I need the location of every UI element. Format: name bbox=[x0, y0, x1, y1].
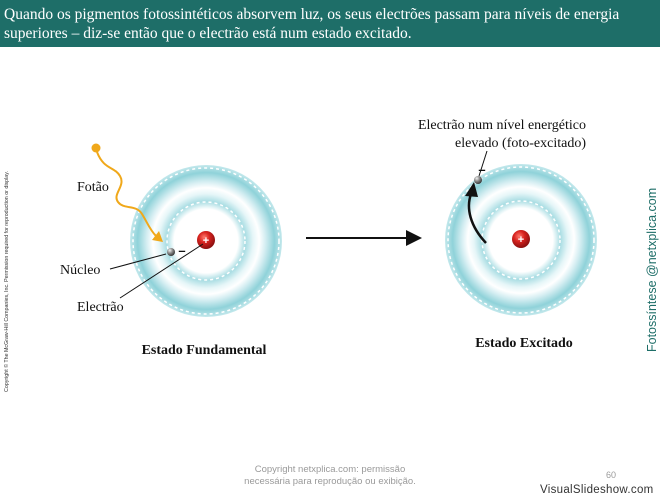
site-watermark-bottom: VisualSlideshow.com bbox=[540, 484, 654, 496]
ground-shell-dashes-inner bbox=[166, 201, 246, 281]
ground-electron-charge: – bbox=[178, 243, 185, 258]
excited-state-atom: + – bbox=[445, 162, 597, 316]
excited-label-line2: elevado (foto-excitado) bbox=[455, 136, 586, 151]
footer-copyright-line2: necessária para reprodução ou exibição. bbox=[244, 476, 416, 487]
excited-leader-line bbox=[478, 150, 488, 177]
photon bbox=[91, 143, 163, 242]
nucleus-label: Núcleo bbox=[60, 263, 100, 278]
ground-nucleus-charge: + bbox=[203, 235, 209, 247]
header-text: Quando os pigmentos fotossintéticos abso… bbox=[4, 6, 620, 42]
excited-shell-dashes-outer bbox=[447, 166, 595, 314]
page-number: 60 bbox=[606, 470, 617, 480]
excited-state-title: Estado Excitado bbox=[475, 336, 573, 351]
ground-state-title: Estado Fundamental bbox=[142, 343, 267, 358]
excited-electron bbox=[474, 176, 482, 184]
electron-leader-line bbox=[119, 243, 204, 299]
excited-electron-charge: – bbox=[478, 162, 485, 177]
title-banner: Quando os pigmentos fotossintéticos abso… bbox=[0, 0, 660, 47]
photon-label: Fotão bbox=[77, 180, 109, 195]
ground-electron bbox=[167, 248, 175, 256]
electron-label: Electrão bbox=[77, 300, 124, 315]
photon-wave bbox=[96, 151, 157, 237]
photon-dot bbox=[91, 143, 101, 153]
excitation-arrowhead bbox=[465, 182, 478, 197]
footer-copyright-line1: Copyright netxplica.com: permissão bbox=[254, 464, 406, 475]
ground-state-atom: + – bbox=[130, 165, 282, 317]
excited-label-line1: Electrão num nível energético bbox=[418, 118, 586, 133]
ground-shell-dashes-outer bbox=[132, 167, 280, 315]
nucleus-leader-line bbox=[109, 253, 167, 270]
excitation-arrow bbox=[467, 193, 487, 244]
excited-nucleus bbox=[512, 230, 530, 248]
photon-arrowhead bbox=[152, 231, 163, 242]
excited-nucleus-charge: + bbox=[518, 234, 524, 246]
footer-copyright: Copyright netxplica.com: permissão neces… bbox=[230, 464, 430, 488]
